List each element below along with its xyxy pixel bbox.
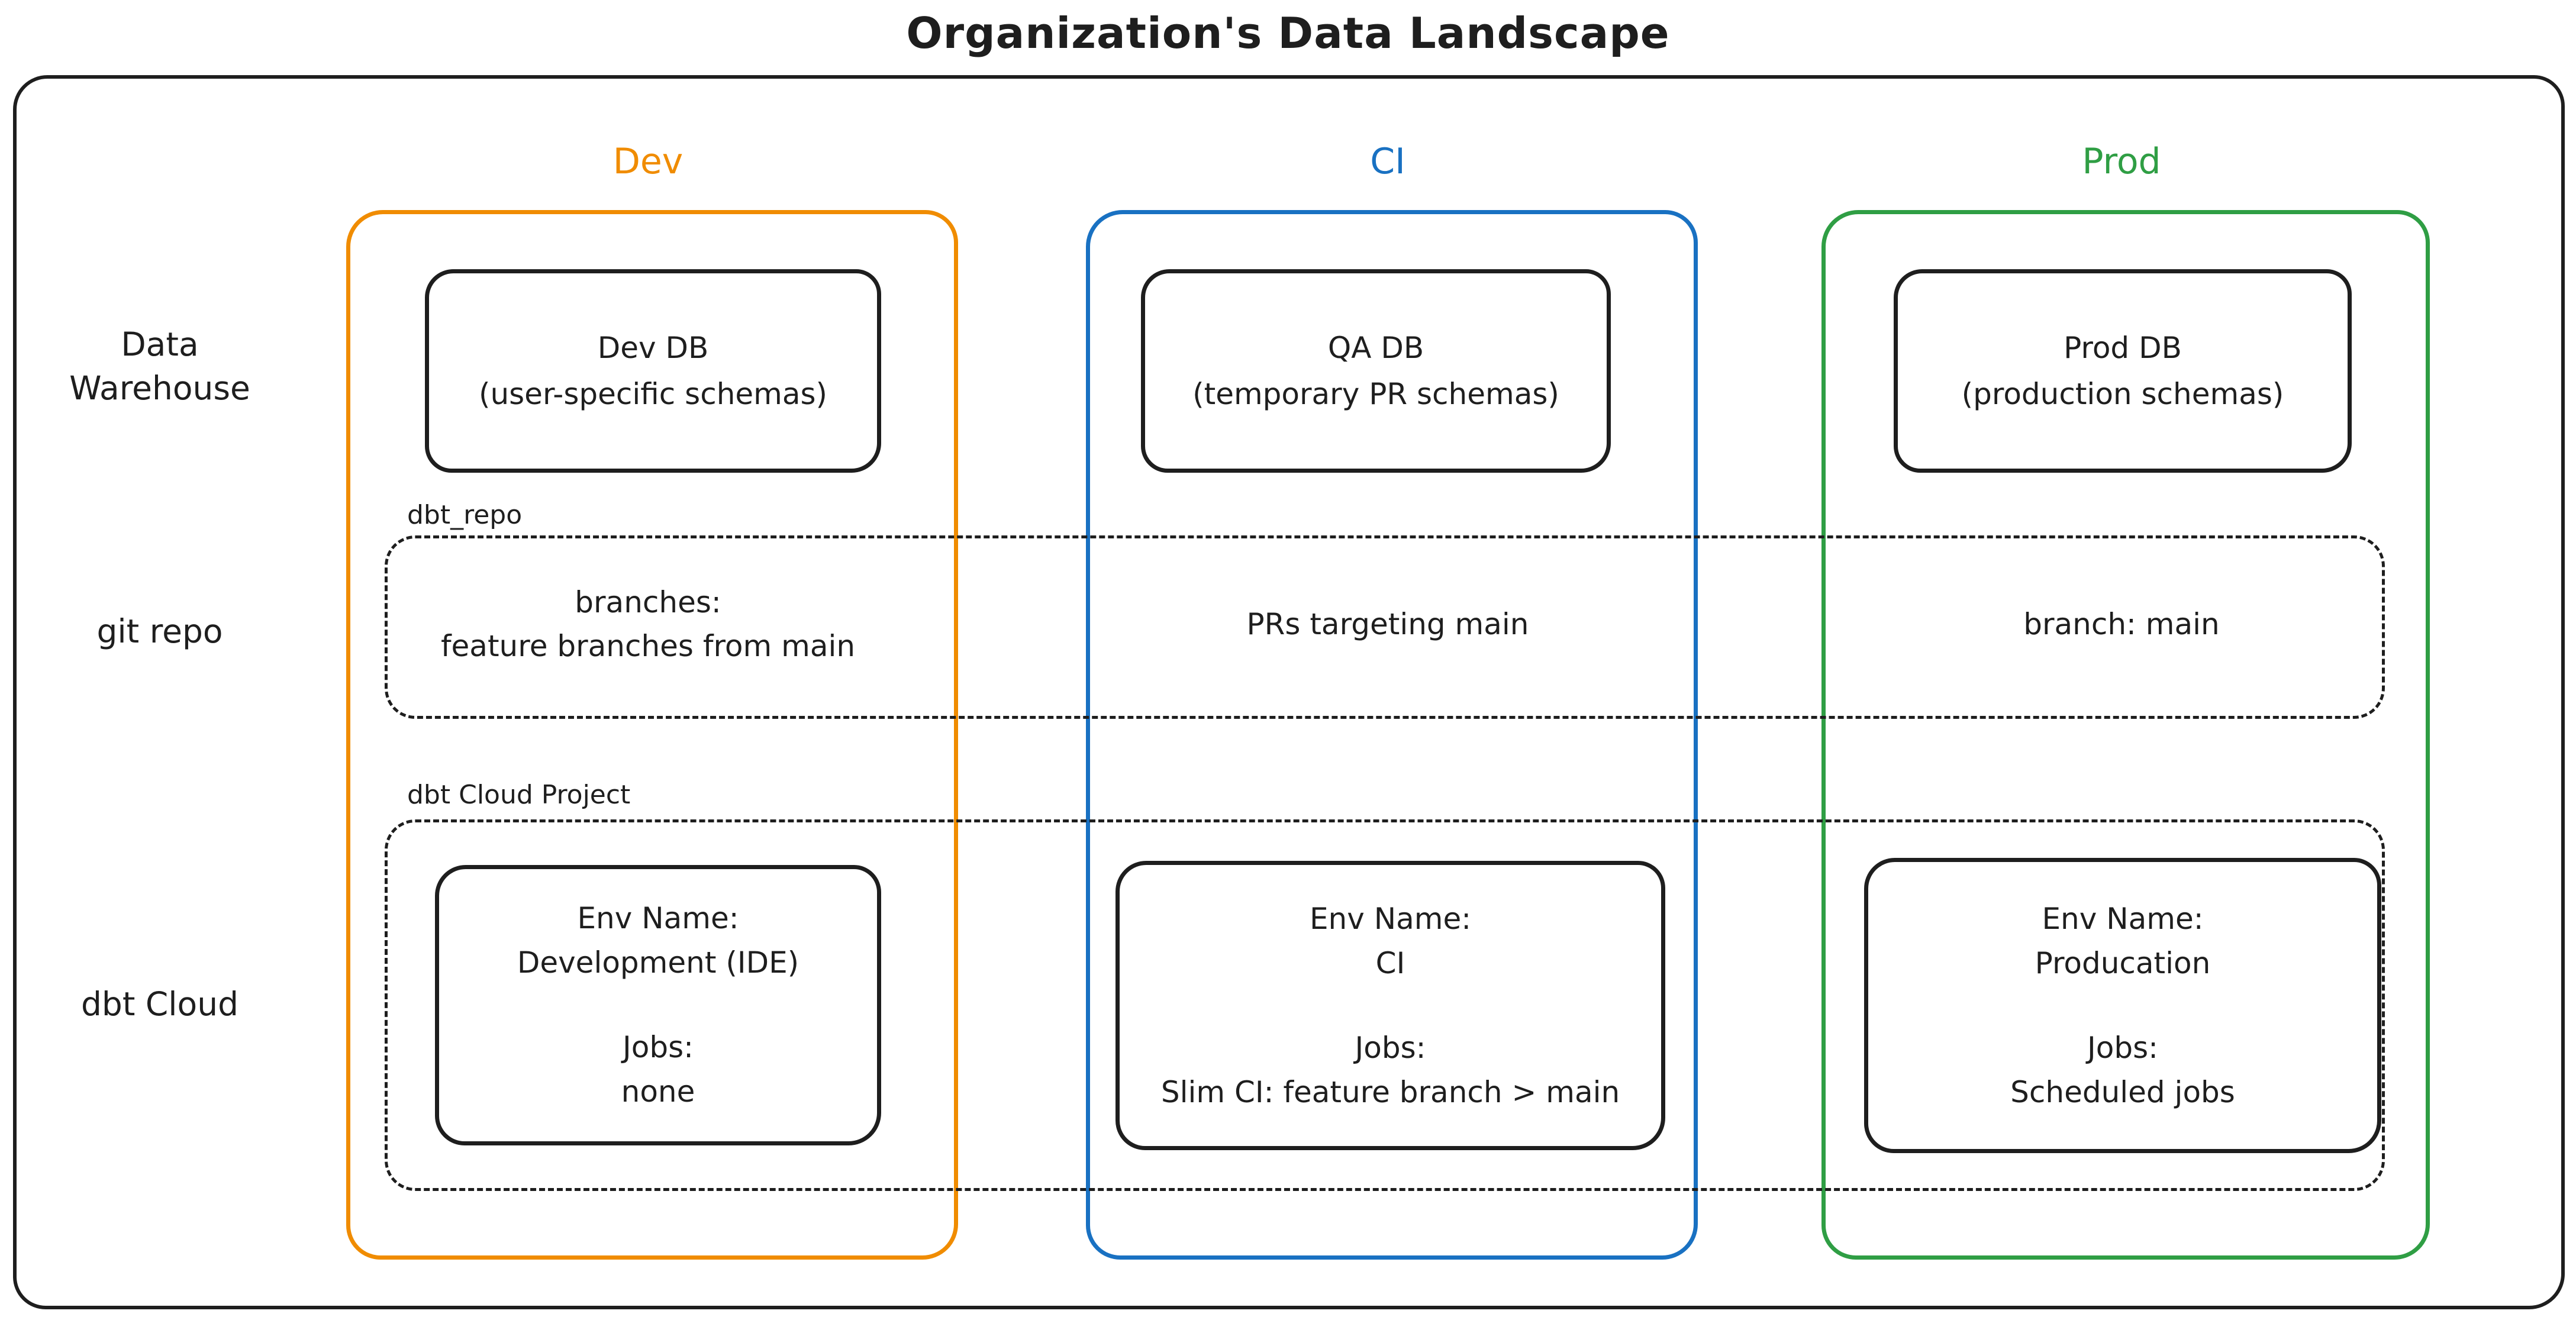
- prod-jobs-value: Scheduled jobs: [2010, 1074, 2235, 1109]
- prod-jobs-label: Jobs:: [2087, 1030, 2158, 1065]
- dev-db-name: Dev DB: [597, 331, 709, 365]
- qa-db-box: QA DB (temporary PR schemas): [1141, 269, 1611, 473]
- git-cell-dev-line1: branches:: [575, 585, 721, 619]
- column-header-dev: Dev: [612, 141, 684, 182]
- row-label-data-warehouse-line2: Warehouse: [69, 369, 250, 408]
- dbt-repo-band-label: dbt_repo: [407, 500, 523, 530]
- dev-environment-box: Env Name: Development (IDE) Jobs: none: [435, 865, 881, 1145]
- prod-db-name: Prod DB: [2064, 331, 2182, 365]
- column-header-ci: CI: [1370, 141, 1405, 182]
- outer-frame: [13, 75, 2565, 1309]
- dev-env-name-value: Development (IDE): [517, 945, 799, 980]
- dev-db-box: Dev DB (user-specific schemas): [425, 269, 881, 473]
- ci-env-name-value: CI: [1375, 945, 1405, 980]
- ci-column-box: [1086, 210, 1698, 1260]
- prod-env-name-value: Producation: [2035, 945, 2211, 980]
- row-label-dbt-cloud: dbt Cloud: [81, 985, 238, 1023]
- git-cell-prod: branch: main: [2023, 607, 2220, 641]
- prod-db-box: Prod DB (production schemas): [1894, 269, 2352, 473]
- ci-jobs-value: Slim CI: feature branch > main: [1160, 1074, 1620, 1109]
- qa-db-name: QA DB: [1327, 331, 1424, 365]
- prod-column-box: [1821, 210, 2430, 1260]
- dbt-cloud-project-band-label: dbt Cloud Project: [407, 780, 631, 810]
- dev-column-box: [346, 210, 958, 1260]
- dev-jobs-label: Jobs:: [623, 1030, 694, 1064]
- dbt-repo-band: [385, 535, 2385, 719]
- row-label-git-repo: git repo: [96, 612, 223, 650]
- row-label-data-warehouse: Data Warehouse: [36, 322, 284, 411]
- ci-env-name-label: Env Name:: [1309, 901, 1472, 936]
- git-cell-ci: PRs targeting main: [1246, 607, 1529, 641]
- git-cell-dev-line2: feature branches from main: [440, 629, 856, 663]
- dbt-cloud-project-band: [385, 819, 2385, 1191]
- dev-db-schemas: (user-specific schemas): [478, 377, 828, 411]
- prod-environment-box: Env Name: Producation Jobs: Scheduled jo…: [1864, 858, 2381, 1153]
- row-label-data-warehouse-line1: Data: [121, 325, 199, 363]
- diagram-title: Organization's Data Landscape: [906, 8, 1670, 58]
- qa-db-schemas: (temporary PR schemas): [1192, 377, 1559, 411]
- git-cell-dev: branches: feature branches from main: [346, 535, 950, 713]
- dev-jobs-value: none: [621, 1074, 695, 1109]
- prod-db-schemas: (production schemas): [1961, 377, 2284, 411]
- prod-env-name-label: Env Name:: [2042, 901, 2204, 936]
- ci-jobs-label: Jobs:: [1355, 1030, 1426, 1065]
- dev-env-name-label: Env Name:: [577, 901, 739, 935]
- column-header-prod: Prod: [2082, 141, 2161, 182]
- ci-environment-box: Env Name: CI Jobs: Slim CI: feature bran…: [1115, 861, 1665, 1150]
